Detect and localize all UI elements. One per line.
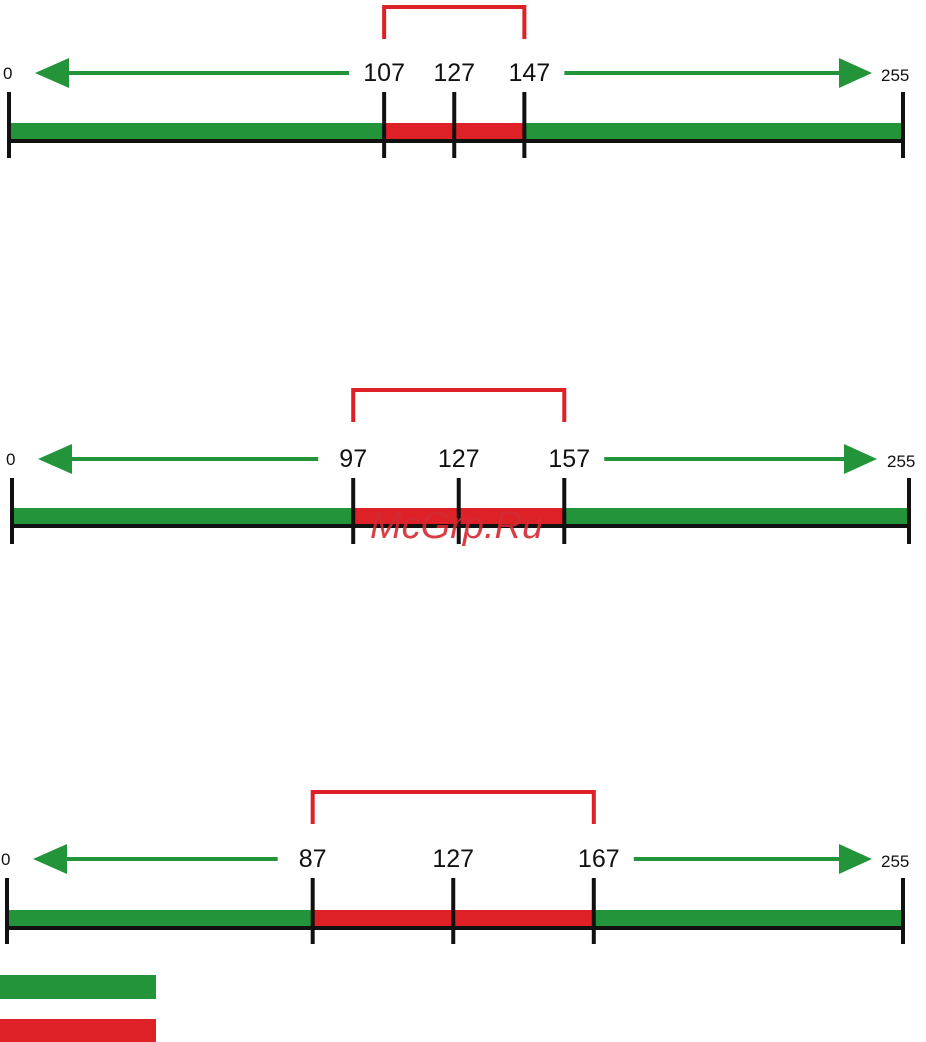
- range-bracket: [313, 792, 594, 824]
- label-max: 255: [881, 66, 909, 85]
- green-bar-left: [12, 508, 353, 526]
- label-low: 97: [339, 445, 367, 473]
- arrow-right-head: [844, 444, 877, 474]
- green-bar-right: [524, 123, 903, 141]
- range-bracket: [384, 7, 524, 39]
- label-min: 0: [6, 450, 15, 469]
- legend: [0, 975, 156, 1042]
- arrow-left-head: [38, 444, 72, 474]
- label-low: 87: [299, 845, 327, 873]
- diagram-1: 0 255 107 127 147: [3, 7, 909, 158]
- arrow-right-head: [839, 58, 872, 88]
- range-bracket: [353, 390, 564, 422]
- label-max: 255: [887, 452, 915, 471]
- label-high: 147: [509, 59, 551, 87]
- green-bar-right: [564, 508, 909, 526]
- label-max: 255: [881, 852, 909, 871]
- arrow-left-head: [35, 58, 69, 88]
- label-low: 107: [363, 59, 405, 87]
- label-center: 127: [433, 59, 475, 87]
- legend-swatch-green: [0, 975, 156, 999]
- green-bar-left: [7, 910, 313, 928]
- green-bar-right: [594, 910, 903, 928]
- label-high: 167: [578, 845, 620, 873]
- label-center: 127: [438, 445, 480, 473]
- label-center: 127: [432, 845, 474, 873]
- watermark: McGrp.Ru: [370, 505, 543, 547]
- green-bar-left: [9, 123, 384, 141]
- diagram-3: 0 255 87 127 167: [1, 792, 909, 944]
- label-high: 157: [548, 445, 590, 473]
- legend-swatch-red: [0, 1019, 156, 1042]
- arrow-left-head: [33, 844, 67, 874]
- arrow-right-head: [839, 844, 872, 874]
- diagrams-layer: 0 255 107 127 147 0 255 97 127 157 0 255 87 127 167: [1, 7, 915, 944]
- label-min: 0: [1, 850, 10, 869]
- label-min: 0: [3, 64, 12, 83]
